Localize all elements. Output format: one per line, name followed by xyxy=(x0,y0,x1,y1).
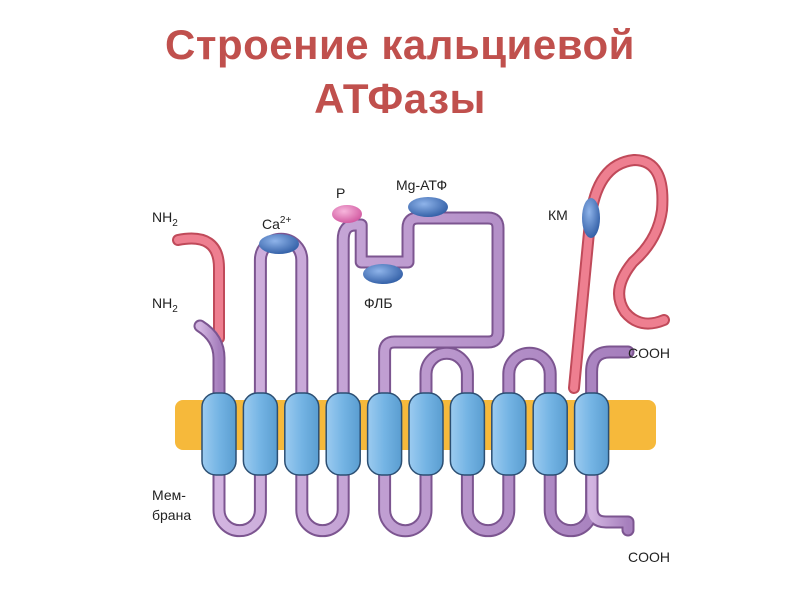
helix-5 xyxy=(366,392,403,476)
pink-tails xyxy=(172,154,670,394)
transmembrane-helices xyxy=(201,392,610,476)
calmodulin-binding-site xyxy=(582,198,600,238)
label-nh2-top: NH2 xyxy=(152,209,178,229)
mg-atp-binding-site xyxy=(408,197,448,217)
label-membrane-line2: брана xyxy=(152,507,191,523)
diagram-labels: NH2 NH2 Ca2+ P Mg-АТФ ФЛБ КМ COOH COOH М… xyxy=(152,177,670,565)
calcium-binding-site xyxy=(259,234,299,254)
label-nh2-lower: NH2 xyxy=(152,295,178,315)
helix-2 xyxy=(242,392,279,476)
phospholamban-binding-site xyxy=(363,264,403,284)
helix-3 xyxy=(284,392,320,476)
phosphorylation-site xyxy=(332,205,362,223)
polypeptide-chain xyxy=(193,211,635,538)
helix-4 xyxy=(325,392,361,476)
helix-1 xyxy=(201,392,237,476)
helix-10 xyxy=(573,392,610,476)
label-mg-atp: Mg-АТФ xyxy=(396,177,447,193)
title-line-1: Строение кальциевой xyxy=(165,21,635,68)
label-cooh-bottom: COOH xyxy=(628,549,670,565)
title-line-2: АТФазы xyxy=(314,75,486,122)
helix-6 xyxy=(408,392,444,476)
label-calmodulin: КМ xyxy=(548,207,568,223)
label-cooh-top: COOH xyxy=(628,345,670,361)
helix-8 xyxy=(491,392,527,476)
helix-9 xyxy=(532,392,568,476)
page-title: Строение кальциевой АТФазы xyxy=(0,18,800,126)
helix-7 xyxy=(449,392,486,476)
label-membrane-line1: Мем- xyxy=(152,487,186,503)
label-phosphate: P xyxy=(336,185,345,201)
label-calcium: Ca2+ xyxy=(262,215,291,232)
label-phospholamban: ФЛБ xyxy=(364,295,393,311)
